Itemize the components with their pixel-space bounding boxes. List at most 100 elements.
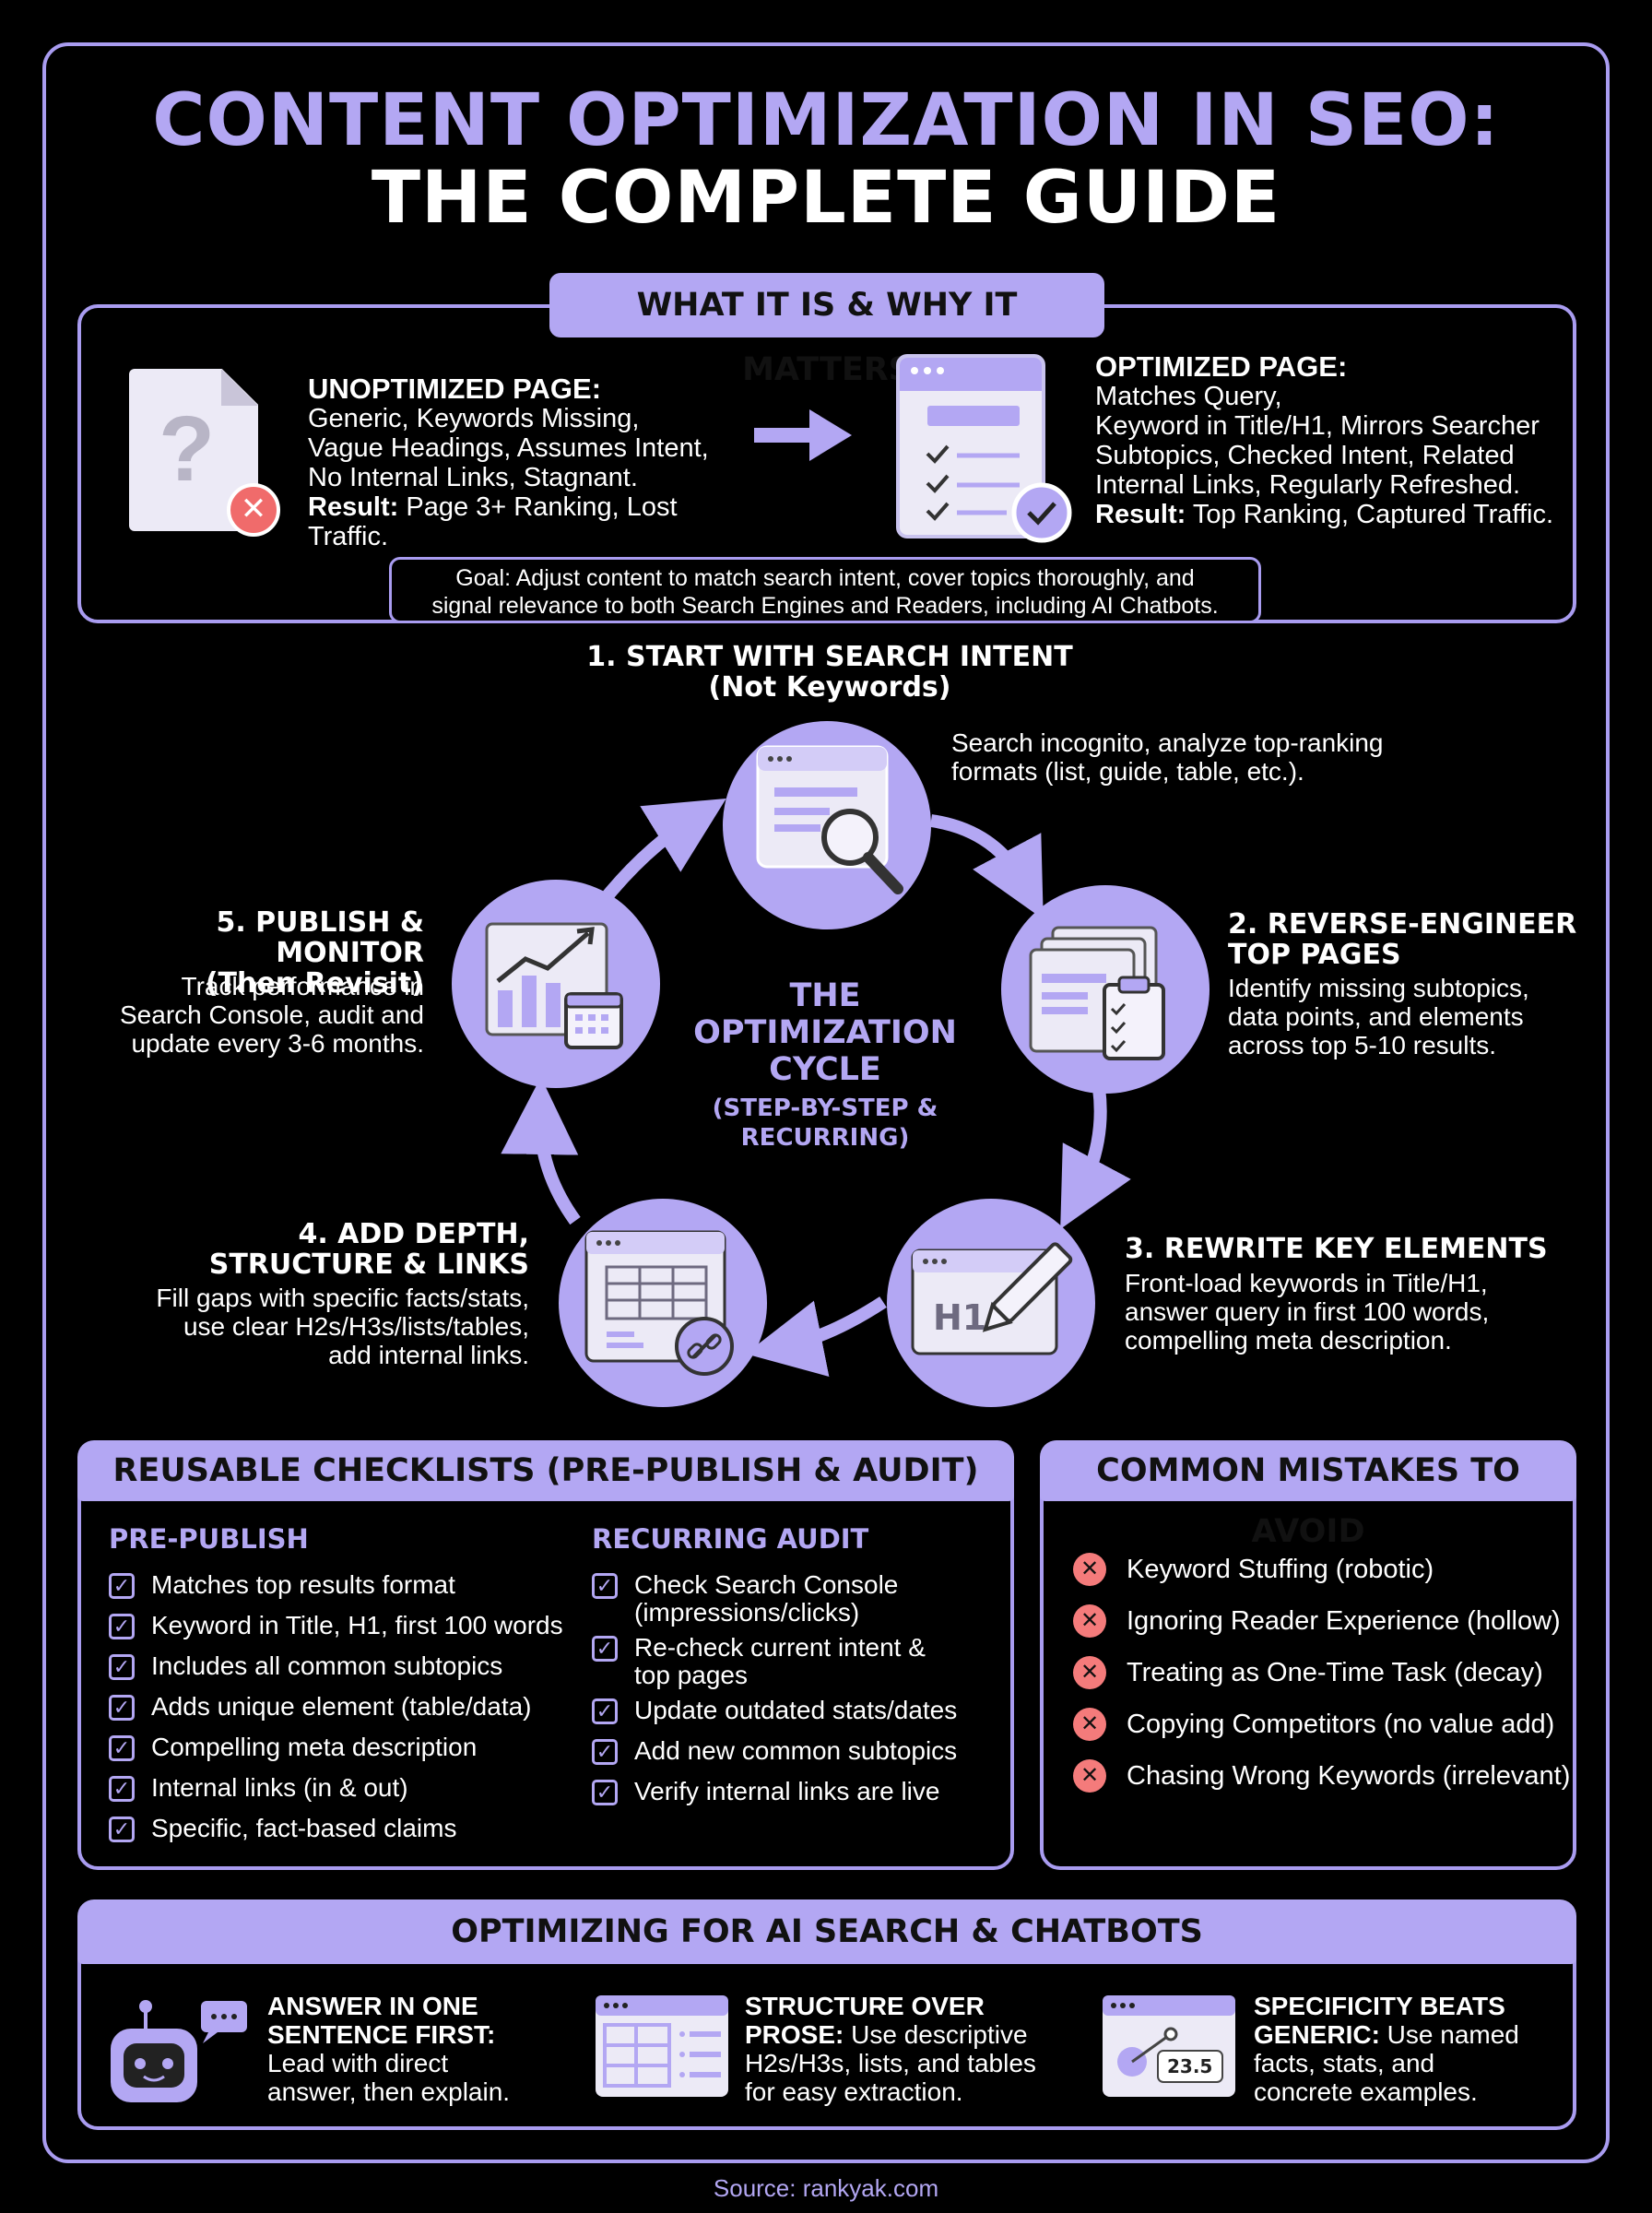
checkbox-icon: ✓: [592, 1739, 618, 1765]
audit-item[interactable]: ✓Check Search Console(impressions/clicks…: [592, 1571, 898, 1627]
chatbot-icon: [111, 2000, 247, 2102]
checklist-item-label: Keyword in Title, H1, first 100 words: [151, 1611, 563, 1639]
checklist-item[interactable]: ✓Specific, fact-based claims: [109, 1815, 456, 1842]
unoptimized-text: UNOPTIMIZED PAGE: Generic, Keywords Miss…: [308, 374, 732, 552]
ai-tip-bold: GENERIC:: [1254, 2020, 1380, 2049]
step-1-body: Search incognito, analyze top-ranking fo…: [951, 728, 1431, 786]
audit-item[interactable]: ✓Add new common subtopics: [592, 1737, 957, 1765]
checklist-item[interactable]: ✓Internal links (in & out): [109, 1774, 408, 1802]
audit-item-label: Update outdated stats/dates: [634, 1696, 958, 1724]
step-4-body: Fill gaps with specific facts/stats, use…: [111, 1284, 529, 1369]
audit-line: top pages: [634, 1661, 748, 1689]
mistake-label: Chasing Wrong Keywords (irrelevant): [1127, 1760, 1571, 1791]
step-heading-line: 2. REVERSE-ENGINEER: [1228, 908, 1577, 941]
checklist-item-label: Includes all common subtopics: [151, 1651, 503, 1680]
mistake-label: Copying Competitors (no value add): [1127, 1709, 1555, 1739]
mistake-item: ✕ Treating as One-Time Task (decay): [1073, 1656, 1543, 1689]
checklist-item[interactable]: ✓Matches top results format: [109, 1571, 455, 1599]
what-it-is-heading: WHAT IT IS & WHY IT MATTERS: [549, 273, 1104, 388]
audit-item[interactable]: ✓Verify internal links are live: [592, 1778, 939, 1805]
audit-item-label: Check Search Console(impressions/clicks): [634, 1571, 898, 1627]
checklist-item-label: Internal links (in & out): [151, 1773, 408, 1802]
step-heading-line: TOP PAGES: [1228, 939, 1401, 971]
step-5-node: [452, 880, 660, 1088]
arrow-right-icon: [754, 428, 813, 443]
checkbox-icon: ✓: [109, 1654, 135, 1680]
step-5-heading: 5. PUBLISH & MONITOR (Then Revisit): [83, 907, 424, 999]
checklists-heading: REUSABLE CHECKLISTS (PRE-PUBLISH & AUDIT…: [77, 1440, 1014, 1501]
prepublish-title: PRE-PUBLISH: [109, 1523, 309, 1555]
ai-tip-bold: SPECIFICITY BEATS: [1254, 1992, 1505, 2020]
ai-tip-1: ANSWER IN ONE SENTENCE FIRST: Lead with …: [267, 1992, 544, 2106]
ai-tip-bold: SENTENCE FIRST:: [267, 2020, 496, 2049]
step-2-body: Identify missing subtopics, data points,…: [1228, 974, 1597, 1059]
step-body-line: data points, and elements: [1228, 1002, 1524, 1031]
mistake-item: ✕ Chasing Wrong Keywords (irrelevant): [1073, 1759, 1570, 1793]
step-heading-line: 4. ADD DEPTH,: [298, 1218, 529, 1250]
audit-item-label: Re-check current intent &top pages: [634, 1634, 926, 1689]
checkbox-icon: ✓: [109, 1735, 135, 1761]
checklist-item[interactable]: ✓Keyword in Title, H1, first 100 words: [109, 1612, 563, 1639]
mistake-item: ✕ Keyword Stuffing (robotic): [1073, 1553, 1434, 1586]
pages-clipboard-icon: [1029, 926, 1165, 1060]
unoptimized-line: Vague Headings, Assumes Intent,: [308, 433, 709, 463]
optimized-line: Keyword in Title/H1, Mirrors Searcher: [1095, 411, 1540, 441]
cycle-center-line: THE: [789, 977, 861, 1014]
goal-box: Goal: Adjust content to match search int…: [389, 557, 1261, 623]
audit-title: RECURRING AUDIT: [592, 1523, 869, 1555]
checklist-item[interactable]: ✓ Compelling meta description: [109, 1734, 477, 1761]
step-3-node: H1: [887, 1199, 1095, 1407]
step-1-heading: 1. START WITH SEARCH INTENT (Not Keyword…: [572, 642, 1088, 703]
unoptimized-line: Generic, Keywords Missing,: [308, 404, 640, 433]
step-heading-line: (Then Revisit): [205, 967, 424, 1000]
optimized-line: Subtopics, Checked Intent, Related: [1095, 441, 1515, 470]
checkbox-icon: ✓: [592, 1698, 618, 1724]
step-4-heading: 4. ADD DEPTH, STRUCTURE & LINKS: [111, 1219, 529, 1280]
x-circle-icon: ✕: [1073, 1759, 1106, 1793]
ai-tip-bold: PROSE:: [745, 2020, 844, 2049]
audit-item[interactable]: ✓ Update outdated stats/dates: [592, 1697, 957, 1724]
h1-edit-icon: H1: [911, 1242, 1073, 1355]
step-3-heading: 3. REWRITE KEY ELEMENTS: [1125, 1234, 1567, 1264]
step-2-node: [1001, 885, 1210, 1094]
cycle-center-line: OPTIMIZATION: [693, 1014, 957, 1051]
step-body-line: Identify missing subtopics,: [1228, 974, 1529, 1002]
optimized-line: Internal Links, Regularly Refreshed.: [1095, 470, 1521, 500]
step-heading-line: (Not Keywords): [708, 671, 951, 704]
ai-tip-3: SPECIFICITY BEATS GENERIC: Use named fac…: [1254, 1992, 1558, 2106]
step-body-line: Search Console, audit and: [120, 1000, 424, 1029]
step-body-line: Fill gaps with specific facts/stats,: [156, 1284, 529, 1312]
checklist-item-label: Compelling meta description: [151, 1733, 478, 1761]
mistake-label: Treating as One-Time Task (decay): [1127, 1657, 1543, 1687]
x-circle-icon: ✕: [1073, 1553, 1106, 1586]
h1-icon-text: H1: [933, 1297, 986, 1338]
mistake-label: Ignoring Reader Experience (hollow): [1127, 1605, 1561, 1636]
checkbox-icon: ✓: [109, 1817, 135, 1842]
step-heading-line: 5. PUBLISH & MONITOR: [216, 906, 424, 969]
x-circle-icon: ✕: [1073, 1708, 1106, 1741]
audit-item[interactable]: ✓Re-check current intent &top pages: [592, 1634, 926, 1689]
step-heading-line: 3. REWRITE KEY ELEMENTS: [1125, 1233, 1548, 1265]
checklist-item[interactable]: ✓ Includes all common subtopics: [109, 1652, 502, 1680]
stat-value-text: 23.5: [1167, 2055, 1212, 2077]
error-x-icon: ✕: [227, 483, 280, 537]
audit-line: Check Search Console: [634, 1570, 899, 1599]
result-text: Top Ranking, Captured Traffic.: [1186, 500, 1554, 529]
cycle-center-line: CYCLE: [769, 1051, 881, 1088]
checklist-item[interactable]: ✓Adds unique element (table/data): [109, 1693, 532, 1721]
mistake-label: Keyword Stuffing (robotic): [1127, 1554, 1434, 1584]
ai-tip-inline: Use named: [1379, 2020, 1519, 2049]
x-circle-icon: ✕: [1073, 1656, 1106, 1689]
step-body-line: formats (list, guide, table, etc.).: [951, 757, 1304, 786]
step-body-line: answer query in first 100 words,: [1125, 1297, 1490, 1326]
step-body-line: Track performance in: [181, 972, 425, 1000]
step-body-line: update every 3-6 months.: [131, 1029, 424, 1058]
table-link-icon: [584, 1230, 734, 1376]
chart-calendar-icon: [485, 922, 623, 1049]
step-1-node: [723, 721, 931, 929]
stat-card-icon: 23.5: [1103, 1995, 1235, 2097]
optimized-text: OPTIMIZED PAGE: Matches Query, Keyword i…: [1095, 352, 1575, 530]
checklist-item-label: Adds unique element (table/data): [151, 1692, 532, 1721]
cycle-arrows: [501, 798, 1131, 1377]
search-page-icon: [756, 745, 903, 894]
